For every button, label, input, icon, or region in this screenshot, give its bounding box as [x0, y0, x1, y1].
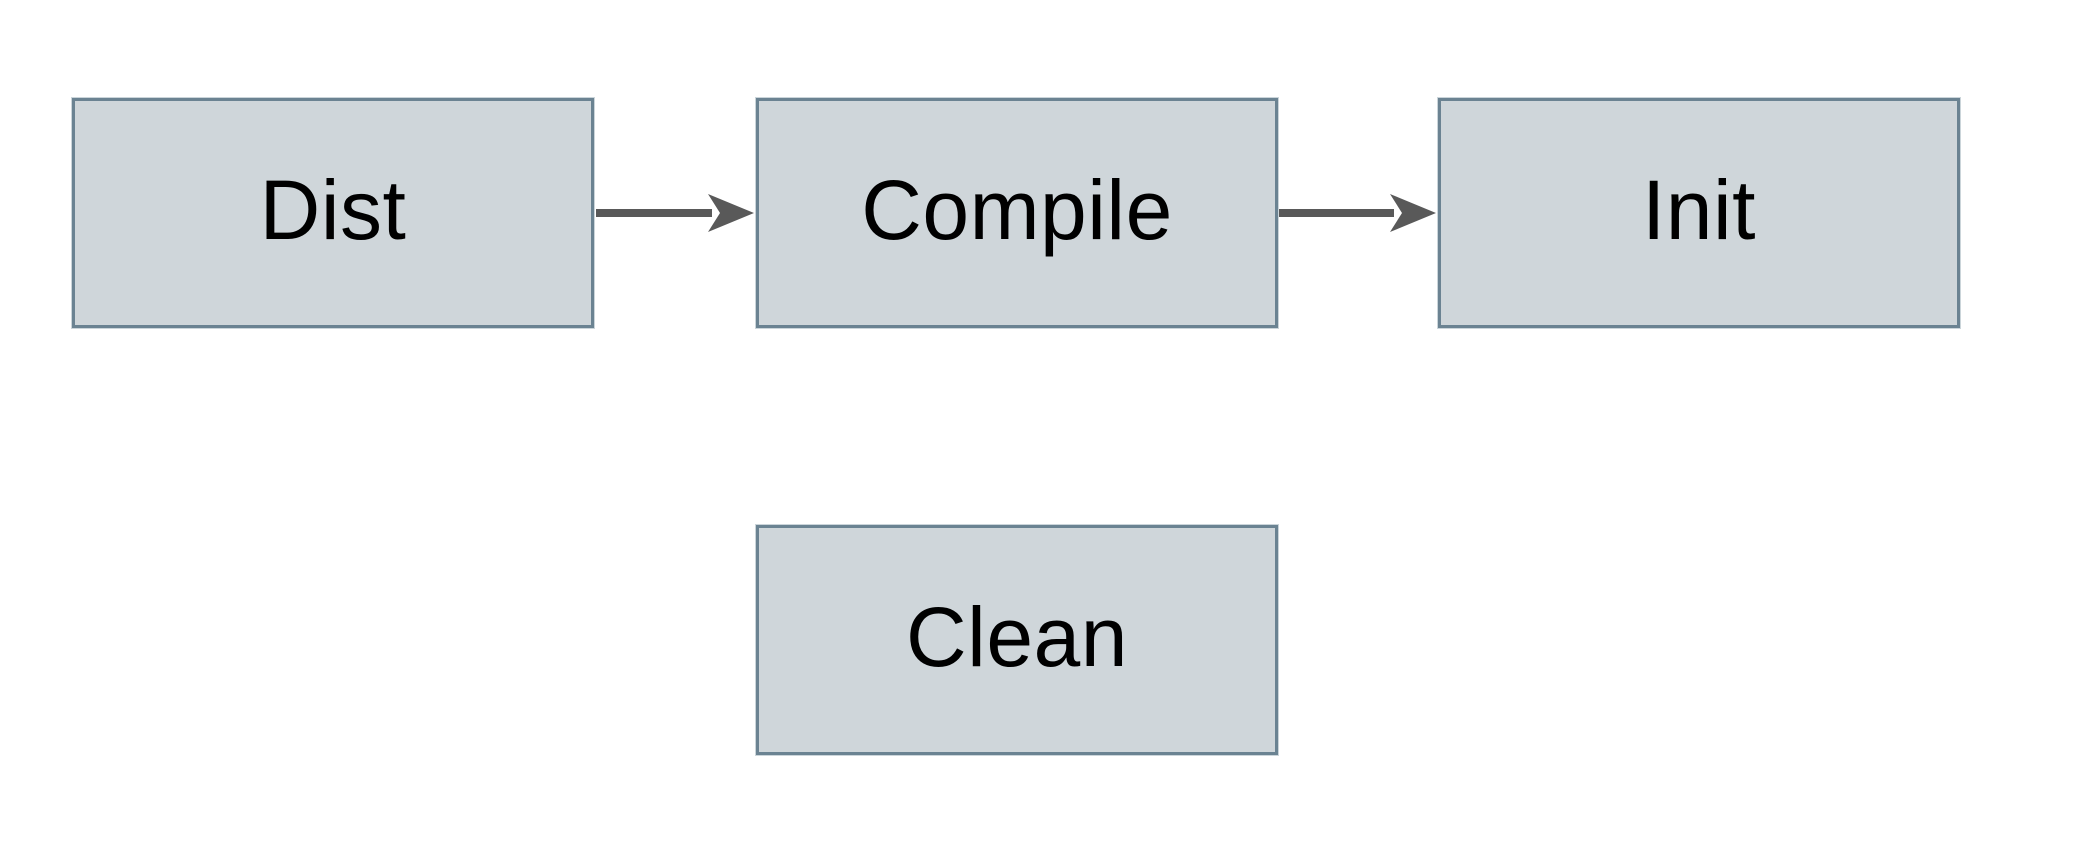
arrowhead-dist-compile-icon: [708, 194, 754, 232]
edge-dist-compile[interactable]: [596, 194, 754, 232]
edge-compile-init[interactable]: [1279, 194, 1436, 232]
node-init[interactable]: Init: [1438, 98, 1960, 328]
node-clean[interactable]: Clean: [756, 525, 1278, 755]
node-dist[interactable]: Dist: [72, 98, 594, 328]
node-dist-label: Dist: [259, 163, 407, 257]
node-clean-label: Clean: [906, 590, 1128, 684]
node-compile-label: Compile: [861, 163, 1173, 257]
node-compile[interactable]: Compile: [756, 98, 1278, 328]
arrowhead-compile-init-icon: [1390, 194, 1436, 232]
node-init-label: Init: [1641, 163, 1757, 257]
